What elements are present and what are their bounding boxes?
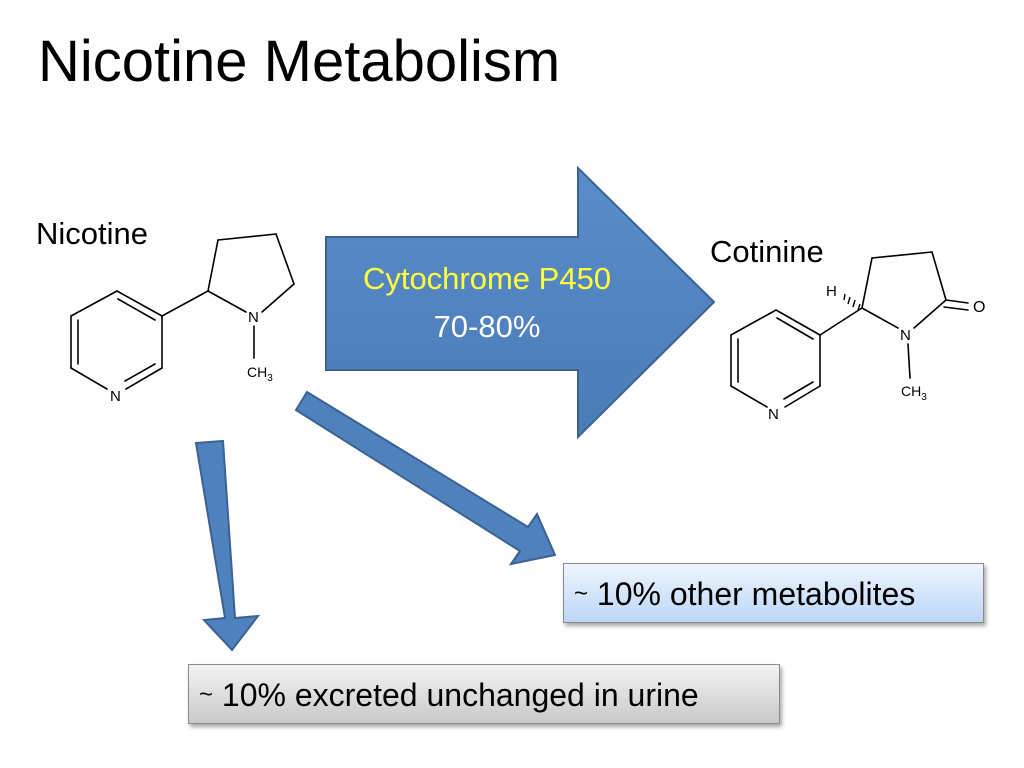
conversion-percent: 70-80% xyxy=(433,309,541,344)
other-metabolites-box: ~ 10% other metabolites xyxy=(563,563,984,623)
nicotine-pyrrolidine-n: N xyxy=(248,309,259,326)
enzyme-name: Cytochrome P450 xyxy=(362,261,612,296)
urine-excretion-arrow xyxy=(194,439,261,652)
other-metabolites-text: 10% other metabolites xyxy=(596,576,916,612)
nicotine-label: Nicotine xyxy=(36,216,148,251)
nicotine-methyl: CH3 xyxy=(247,364,273,384)
cotinine-pyridine-n: N xyxy=(768,406,779,423)
cotinine-methyl: CH3 xyxy=(901,383,927,403)
slide-title: Nicotine Metabolism xyxy=(38,29,561,94)
cotinine-hydrogen: H xyxy=(826,283,837,300)
urine-excretion-tilde: ~ xyxy=(199,681,214,708)
urine-excretion-box: ~ 10% excreted unchanged in urine xyxy=(188,664,780,724)
cotinine-label: Cotinine xyxy=(710,234,824,269)
other-metabolites-tilde: ~ xyxy=(574,580,589,607)
cotinine-ring-n: N xyxy=(900,327,911,344)
enzyme-label: Cytochrome P450 xyxy=(326,261,648,297)
main-pathway-arrow xyxy=(325,165,716,440)
cotinine-oxygen: O xyxy=(973,299,985,316)
urine-excretion-text: 10% excreted unchanged in urine xyxy=(221,677,699,713)
nicotine-pyridine-n: N xyxy=(110,388,121,405)
other-metabolites-arrow xyxy=(294,390,557,566)
